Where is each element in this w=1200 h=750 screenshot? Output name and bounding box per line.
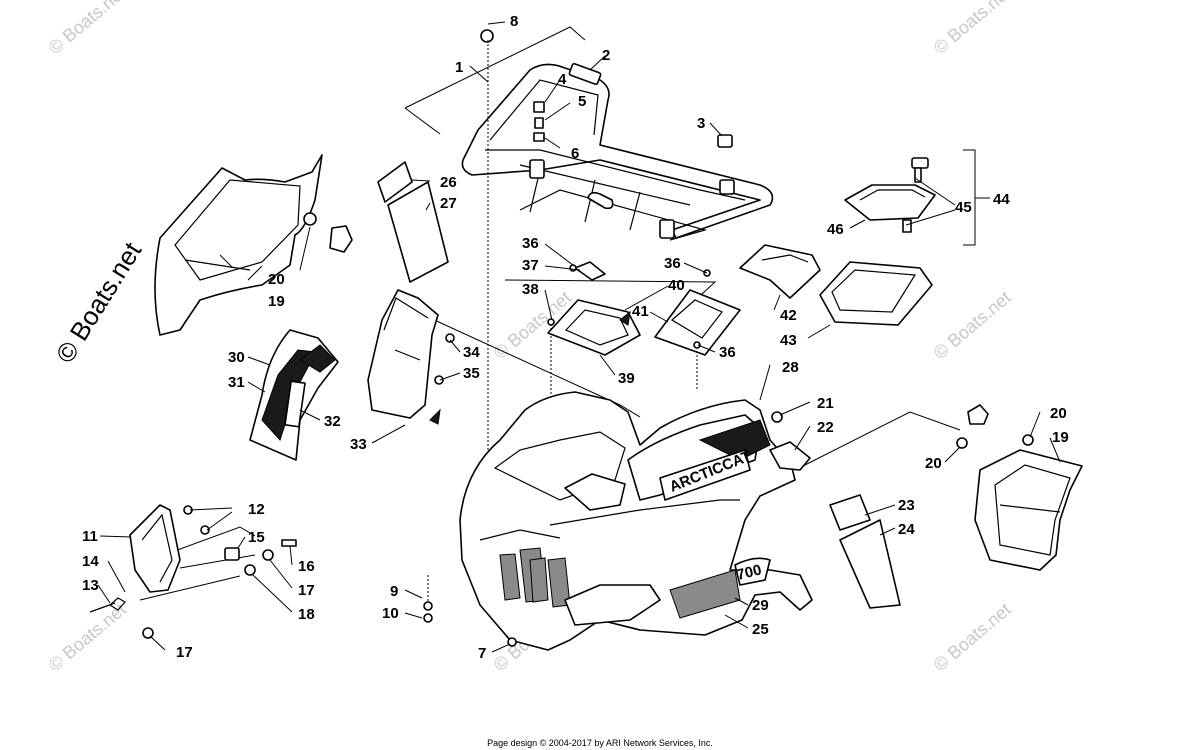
- callout-20: 20: [268, 271, 285, 288]
- callout-24: 24: [898, 521, 915, 538]
- rear-rack: [461, 62, 774, 241]
- callout-9: 9: [390, 583, 398, 600]
- callout-30: 30: [228, 349, 245, 366]
- left-side-panel: [154, 154, 353, 336]
- callout-1: 1: [455, 59, 463, 76]
- callout-31: 31: [228, 374, 245, 391]
- callout-33: 33: [350, 436, 367, 453]
- callout-46: 46: [827, 221, 844, 238]
- callout-2: 2: [602, 47, 610, 64]
- right-side-panel: [956, 404, 1083, 571]
- callout-25: 25: [752, 621, 769, 638]
- storage-tray-cover: [739, 244, 821, 299]
- callout-19: 19: [1052, 429, 1069, 446]
- callout-39: 39: [618, 370, 635, 387]
- tank-cover: [844, 157, 936, 233]
- callout-38: 38: [522, 281, 539, 298]
- decal-model-text: 700: [735, 561, 763, 584]
- callout-37: 37: [522, 257, 539, 274]
- callout-13: 13: [82, 577, 99, 594]
- assembly-bracket-lines: [139, 26, 961, 601]
- callout-21: 21: [817, 395, 834, 412]
- callout-4: 4: [558, 71, 567, 88]
- decal-right: [829, 494, 901, 609]
- left-fender-decal: [249, 329, 339, 461]
- callout-34: 34: [463, 344, 480, 361]
- callout-10: 10: [382, 605, 399, 622]
- callout-28: 28: [782, 359, 799, 376]
- callout-20: 20: [1050, 405, 1067, 422]
- watermark-mid-right: © Boats.net: [930, 287, 1015, 363]
- rack-hardware: [480, 29, 545, 142]
- callout-6: 6: [571, 145, 579, 162]
- watermark-bottom-left: © Boats.net: [45, 599, 130, 675]
- callout-16: 16: [298, 558, 315, 575]
- callout-27: 27: [440, 195, 457, 212]
- page-footer: Page design © 2004-2017 by ARI Network S…: [487, 738, 713, 748]
- inner-fender: [367, 289, 455, 425]
- callout-45: 45: [955, 199, 972, 216]
- center-cover: [654, 269, 741, 356]
- callout-8: 8: [510, 13, 518, 30]
- front-fender-body: ARCTICCAT 700: [423, 391, 813, 651]
- watermark-bottom-right: © Boats.net: [930, 599, 1015, 675]
- decal-panel-left: [377, 161, 449, 283]
- callout-20: 20: [925, 455, 942, 472]
- callout-43: 43: [780, 332, 797, 349]
- callout-29: 29: [752, 597, 769, 614]
- callout-23: 23: [898, 497, 915, 514]
- callout-22: 22: [817, 419, 834, 436]
- watermark-top-left: © Boats.net: [45, 0, 130, 58]
- callout-15: 15: [248, 529, 265, 546]
- callout-3: 3: [697, 115, 705, 132]
- callout-19: 19: [268, 293, 285, 310]
- callout-41: 41: [632, 303, 649, 320]
- callout-44: 44: [993, 191, 1010, 208]
- callout-42: 42: [780, 307, 797, 324]
- callout-5: 5: [578, 93, 586, 110]
- callout-26: 26: [440, 174, 457, 191]
- leader-lines: [97, 21, 1061, 653]
- watermark-top-right: © Boats.net: [930, 0, 1015, 58]
- callout-35: 35: [463, 365, 480, 382]
- storage-lid: [547, 261, 641, 356]
- callouts: 1 2 3 4 5 6 7 8 9 10 11 12 13 14 15 16 1…: [82, 13, 1069, 662]
- bracket-44: [963, 149, 990, 246]
- callout-17: 17: [176, 644, 193, 661]
- callout-7: 7: [478, 645, 486, 662]
- callout-36: 36: [522, 235, 539, 252]
- callout-36: 36: [664, 255, 681, 272]
- callout-36: 36: [719, 344, 736, 361]
- front-guard: [89, 504, 297, 639]
- callout-14: 14: [82, 553, 99, 570]
- callout-12: 12: [248, 501, 265, 518]
- callout-18: 18: [298, 606, 315, 623]
- watermark-large-left: © Boats.net: [50, 236, 148, 368]
- callout-32: 32: [324, 413, 341, 430]
- callout-11: 11: [82, 528, 98, 545]
- callout-40: 40: [668, 277, 685, 294]
- storage-tray: [819, 261, 933, 326]
- callout-17: 17: [298, 582, 315, 599]
